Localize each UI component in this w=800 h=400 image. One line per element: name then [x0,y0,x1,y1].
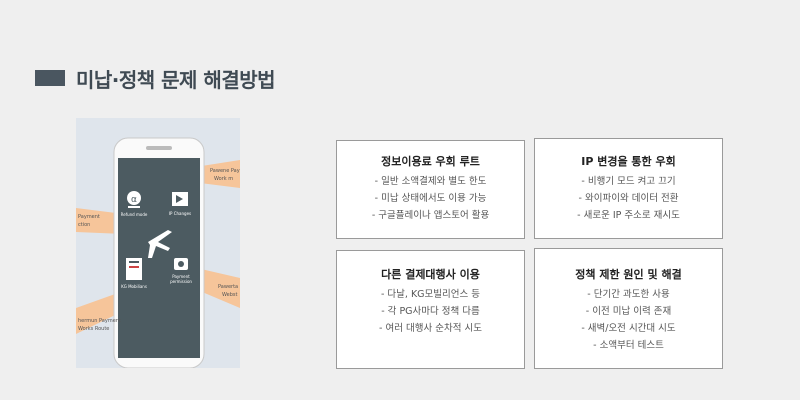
card-item: - 각 PG사마다 정책 다름 [381,306,480,317]
svg-text:Pawene Pay: Pawene Pay [210,168,240,174]
title-accent-bar [35,70,65,86]
svg-text:Payment: Payment [78,214,100,220]
card-item: - 새벽/오전 시간대 시도 [581,323,676,334]
svg-text:KG Mobilians: KG Mobilians [121,284,147,289]
page-title: 미납·정책 문제 해결방법 [76,68,276,92]
card-item: - 일반 소액결제와 별도 한도 [374,176,487,187]
card-item: - 단기간 과도한 사용 [587,289,670,300]
card-ip-change: IP 변경을 통한 우회 - 비행기 모드 켜고 끄기 - 와이파이와 데이터 … [534,138,723,239]
card-item: - 새로운 IP 주소로 재시도 [577,210,680,221]
card-other-pg: 다른 결제대행사 이용 - 다날, KG모빌리언스 등 - 각 PG사마다 정책… [336,250,525,369]
card-title: 다른 결제대행사 이용 [381,268,480,281]
card-info-fee-bypass: 정보이용료 우회 루트 - 일반 소액결제와 별도 한도 - 미납 상태에서도 … [336,140,525,239]
arrow-left [76,208,124,234]
svg-text:Payment: Payment [172,274,190,279]
refund-icon: α [127,191,141,208]
svg-text:hermun Payment: hermun Payment [78,318,121,324]
svg-text:Pawerta: Pawerta [218,284,238,290]
card-item: - 구글플레이나 앱스토어 활용 [371,210,490,221]
card-item: - 소액부터 테스트 [593,340,664,351]
card-item: - 이전 미납 이력 존재 [585,306,672,317]
card-item: - 미납 상태에서도 이용 가능 [374,193,487,204]
svg-text:IP Changes: IP Changes [169,211,191,216]
ip-change-icon [172,192,188,206]
svg-text:Works Route: Works Route [78,326,109,332]
card-item: - 비행기 모드 켜고 끄기 [581,176,676,187]
card-item: - 다날, KG모빌리언스 등 [380,289,481,300]
card-item: - 여러 대행사 순차적 시도 [379,323,482,334]
svg-text:Refund mode: Refund mode [121,212,148,217]
card-title: IP 변경을 통한 우회 [581,155,676,168]
svg-text:permission: permission [170,279,192,284]
svg-text:α: α [131,195,137,205]
card-item: - 와이파이와 데이터 전환 [578,193,679,204]
payment-permission-icon [174,258,188,270]
svg-text:ction: ction [78,222,90,228]
card-policy-limit: 정책 제한 원인 및 해결 - 단기간 과도한 사용 - 이전 미납 이력 존재… [534,248,723,369]
card-title: 정책 제한 원인 및 해결 [575,268,682,281]
phone-illustration: α Refund mode IP Changes KG Mobilians Pa… [76,118,240,368]
plane-icon [148,230,172,258]
card-title: 정보이용료 우회 루트 [381,155,480,168]
kg-mobilians-icon [126,258,142,280]
svg-text:Webst: Webst [222,292,238,298]
svg-text:Work m: Work m [214,176,233,182]
